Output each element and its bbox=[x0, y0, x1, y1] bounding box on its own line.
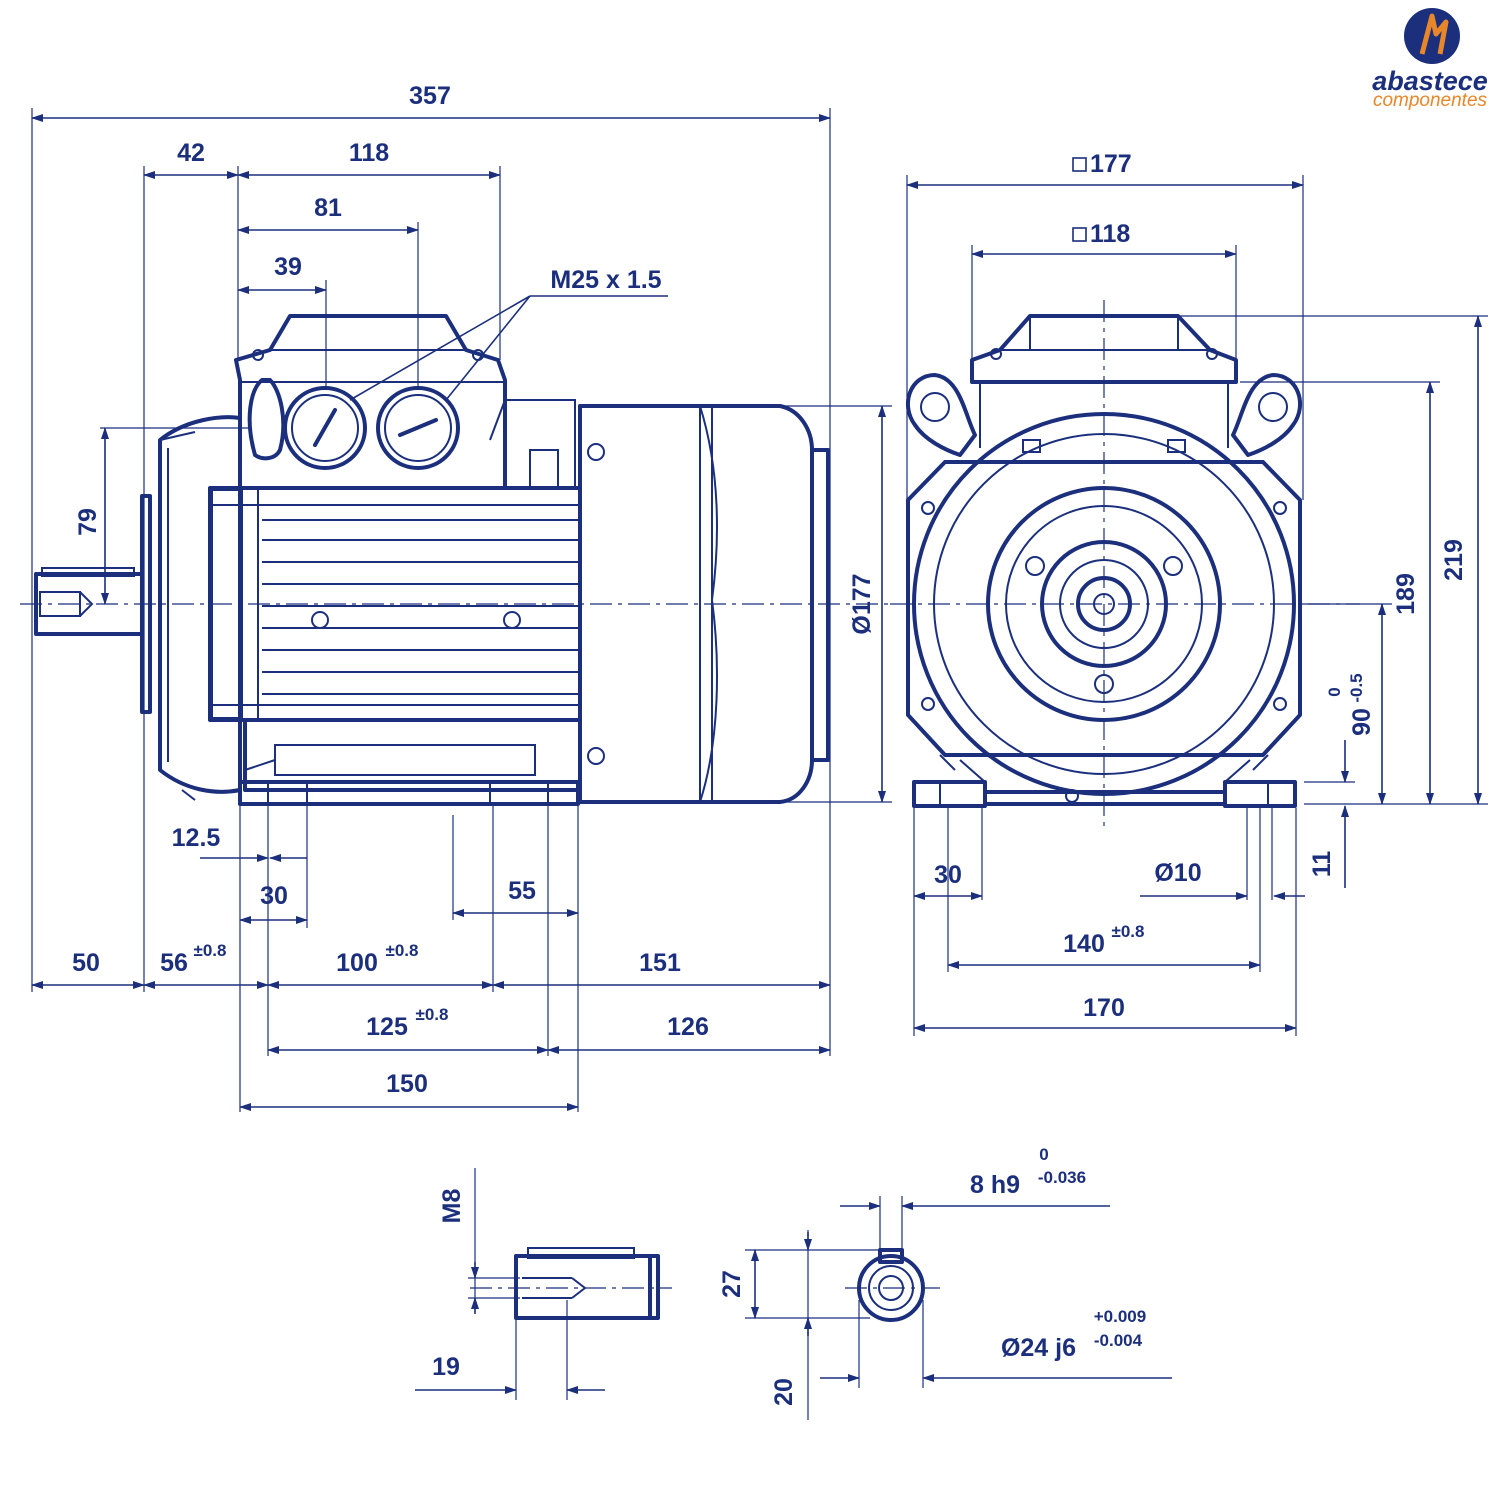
dim-shaft-diameter: Ø24 j6 bbox=[1001, 1334, 1076, 1362]
dim-shaft-tol-lower: -0.004 bbox=[1094, 1331, 1143, 1350]
dim-12-5: 12.5 bbox=[172, 824, 221, 852]
side-stator-body bbox=[208, 486, 582, 792]
dim-170: 170 bbox=[1083, 994, 1125, 1022]
dim-81: 81 bbox=[314, 194, 342, 222]
front-terminal-box bbox=[970, 314, 1238, 448]
dim-100: 100 bbox=[336, 949, 378, 977]
dim-126: 126 bbox=[667, 1013, 709, 1041]
dim-shaft-height-tol-upper: 0 bbox=[1325, 687, 1344, 696]
dim-27: 27 bbox=[718, 1270, 746, 1298]
dim-118: 118 bbox=[349, 139, 389, 167]
dim-square-118: 118 bbox=[1090, 220, 1130, 248]
dim-140-tolerance: ±0.8 bbox=[1112, 922, 1145, 941]
square-symbol-icon bbox=[1072, 157, 1087, 172]
dim-56-tolerance: ±0.8 bbox=[194, 941, 227, 960]
side-end-shield bbox=[140, 415, 242, 801]
dim-thread-m8: M8 bbox=[438, 1189, 466, 1224]
cable-gland-label: M25 x 1.5 bbox=[550, 266, 661, 294]
dim-79: 79 bbox=[74, 508, 102, 536]
dim-key-tol-lower: -0.036 bbox=[1038, 1168, 1086, 1187]
dim-11: 11 bbox=[1308, 851, 1336, 878]
side-view: 357 42 118 81 39 M25 x 1.5 79 Ø177 12.5 … bbox=[20, 82, 892, 1112]
shaft-detail-end: 8 h9 0 -0.036 27 20 Ø24 j6 +0.009 -0.004 bbox=[718, 1145, 1172, 1420]
dim-30-foot: 30 bbox=[260, 882, 288, 910]
dim-20: 20 bbox=[770, 1378, 798, 1406]
dim-key-tol-upper: 0 bbox=[1039, 1145, 1048, 1164]
side-shaft bbox=[34, 567, 144, 636]
dim-125: 125 bbox=[366, 1013, 408, 1041]
dim-hole-diameter: Ø10 bbox=[1154, 859, 1201, 887]
dim-150: 150 bbox=[386, 1070, 428, 1098]
brand-name: abastece bbox=[1372, 66, 1488, 96]
dim-key-width: 8 h9 bbox=[970, 1171, 1020, 1199]
dim-39: 39 bbox=[274, 253, 302, 281]
dim-30-front: 30 bbox=[934, 861, 962, 889]
brand-logo: abastece componentes bbox=[1372, 8, 1488, 111]
front-view-labels: 177 118 219 189 90 0 -0.5 30 Ø10 11 140 … bbox=[934, 150, 1468, 1022]
front-view: 177 118 219 189 90 0 -0.5 30 Ø10 11 140 … bbox=[890, 150, 1488, 1036]
dim-50: 50 bbox=[72, 949, 100, 977]
dim-19: 19 bbox=[432, 1353, 460, 1381]
dim-shaft-tol-upper: +0.009 bbox=[1094, 1307, 1146, 1326]
front-lifting-eyes bbox=[905, 373, 1303, 457]
brand-tagline: componentes bbox=[1373, 90, 1488, 111]
dim-overall-length: 357 bbox=[409, 82, 451, 110]
dim-140: 140 bbox=[1063, 930, 1105, 958]
dim-square-177: 177 bbox=[1090, 150, 1132, 178]
dim-shaft-height: 90 bbox=[1348, 708, 1376, 736]
side-fan-cowl bbox=[578, 404, 830, 804]
dim-189: 189 bbox=[1392, 573, 1420, 615]
side-view-labels: 357 42 118 81 39 M25 x 1.5 79 Ø177 12.5 … bbox=[72, 82, 876, 1098]
dim-219: 219 bbox=[1440, 539, 1468, 581]
dim-55: 55 bbox=[508, 877, 536, 905]
front-feet bbox=[912, 759, 1297, 808]
shaft-detail-side: M8 19 bbox=[415, 1168, 672, 1400]
dim-125-tolerance: ±0.8 bbox=[416, 1005, 449, 1024]
dim-56: 56 bbox=[160, 949, 188, 977]
dim-body-diameter: Ø177 bbox=[848, 573, 876, 634]
dim-151: 151 bbox=[639, 949, 681, 977]
dim-100-tolerance: ±0.8 bbox=[386, 941, 419, 960]
side-feet bbox=[238, 780, 580, 806]
side-terminal-box bbox=[234, 314, 576, 490]
dim-shaft-height-tol-lower: -0.5 bbox=[1347, 673, 1366, 702]
square-symbol-icon bbox=[1072, 227, 1087, 242]
dim-42: 42 bbox=[177, 139, 205, 167]
